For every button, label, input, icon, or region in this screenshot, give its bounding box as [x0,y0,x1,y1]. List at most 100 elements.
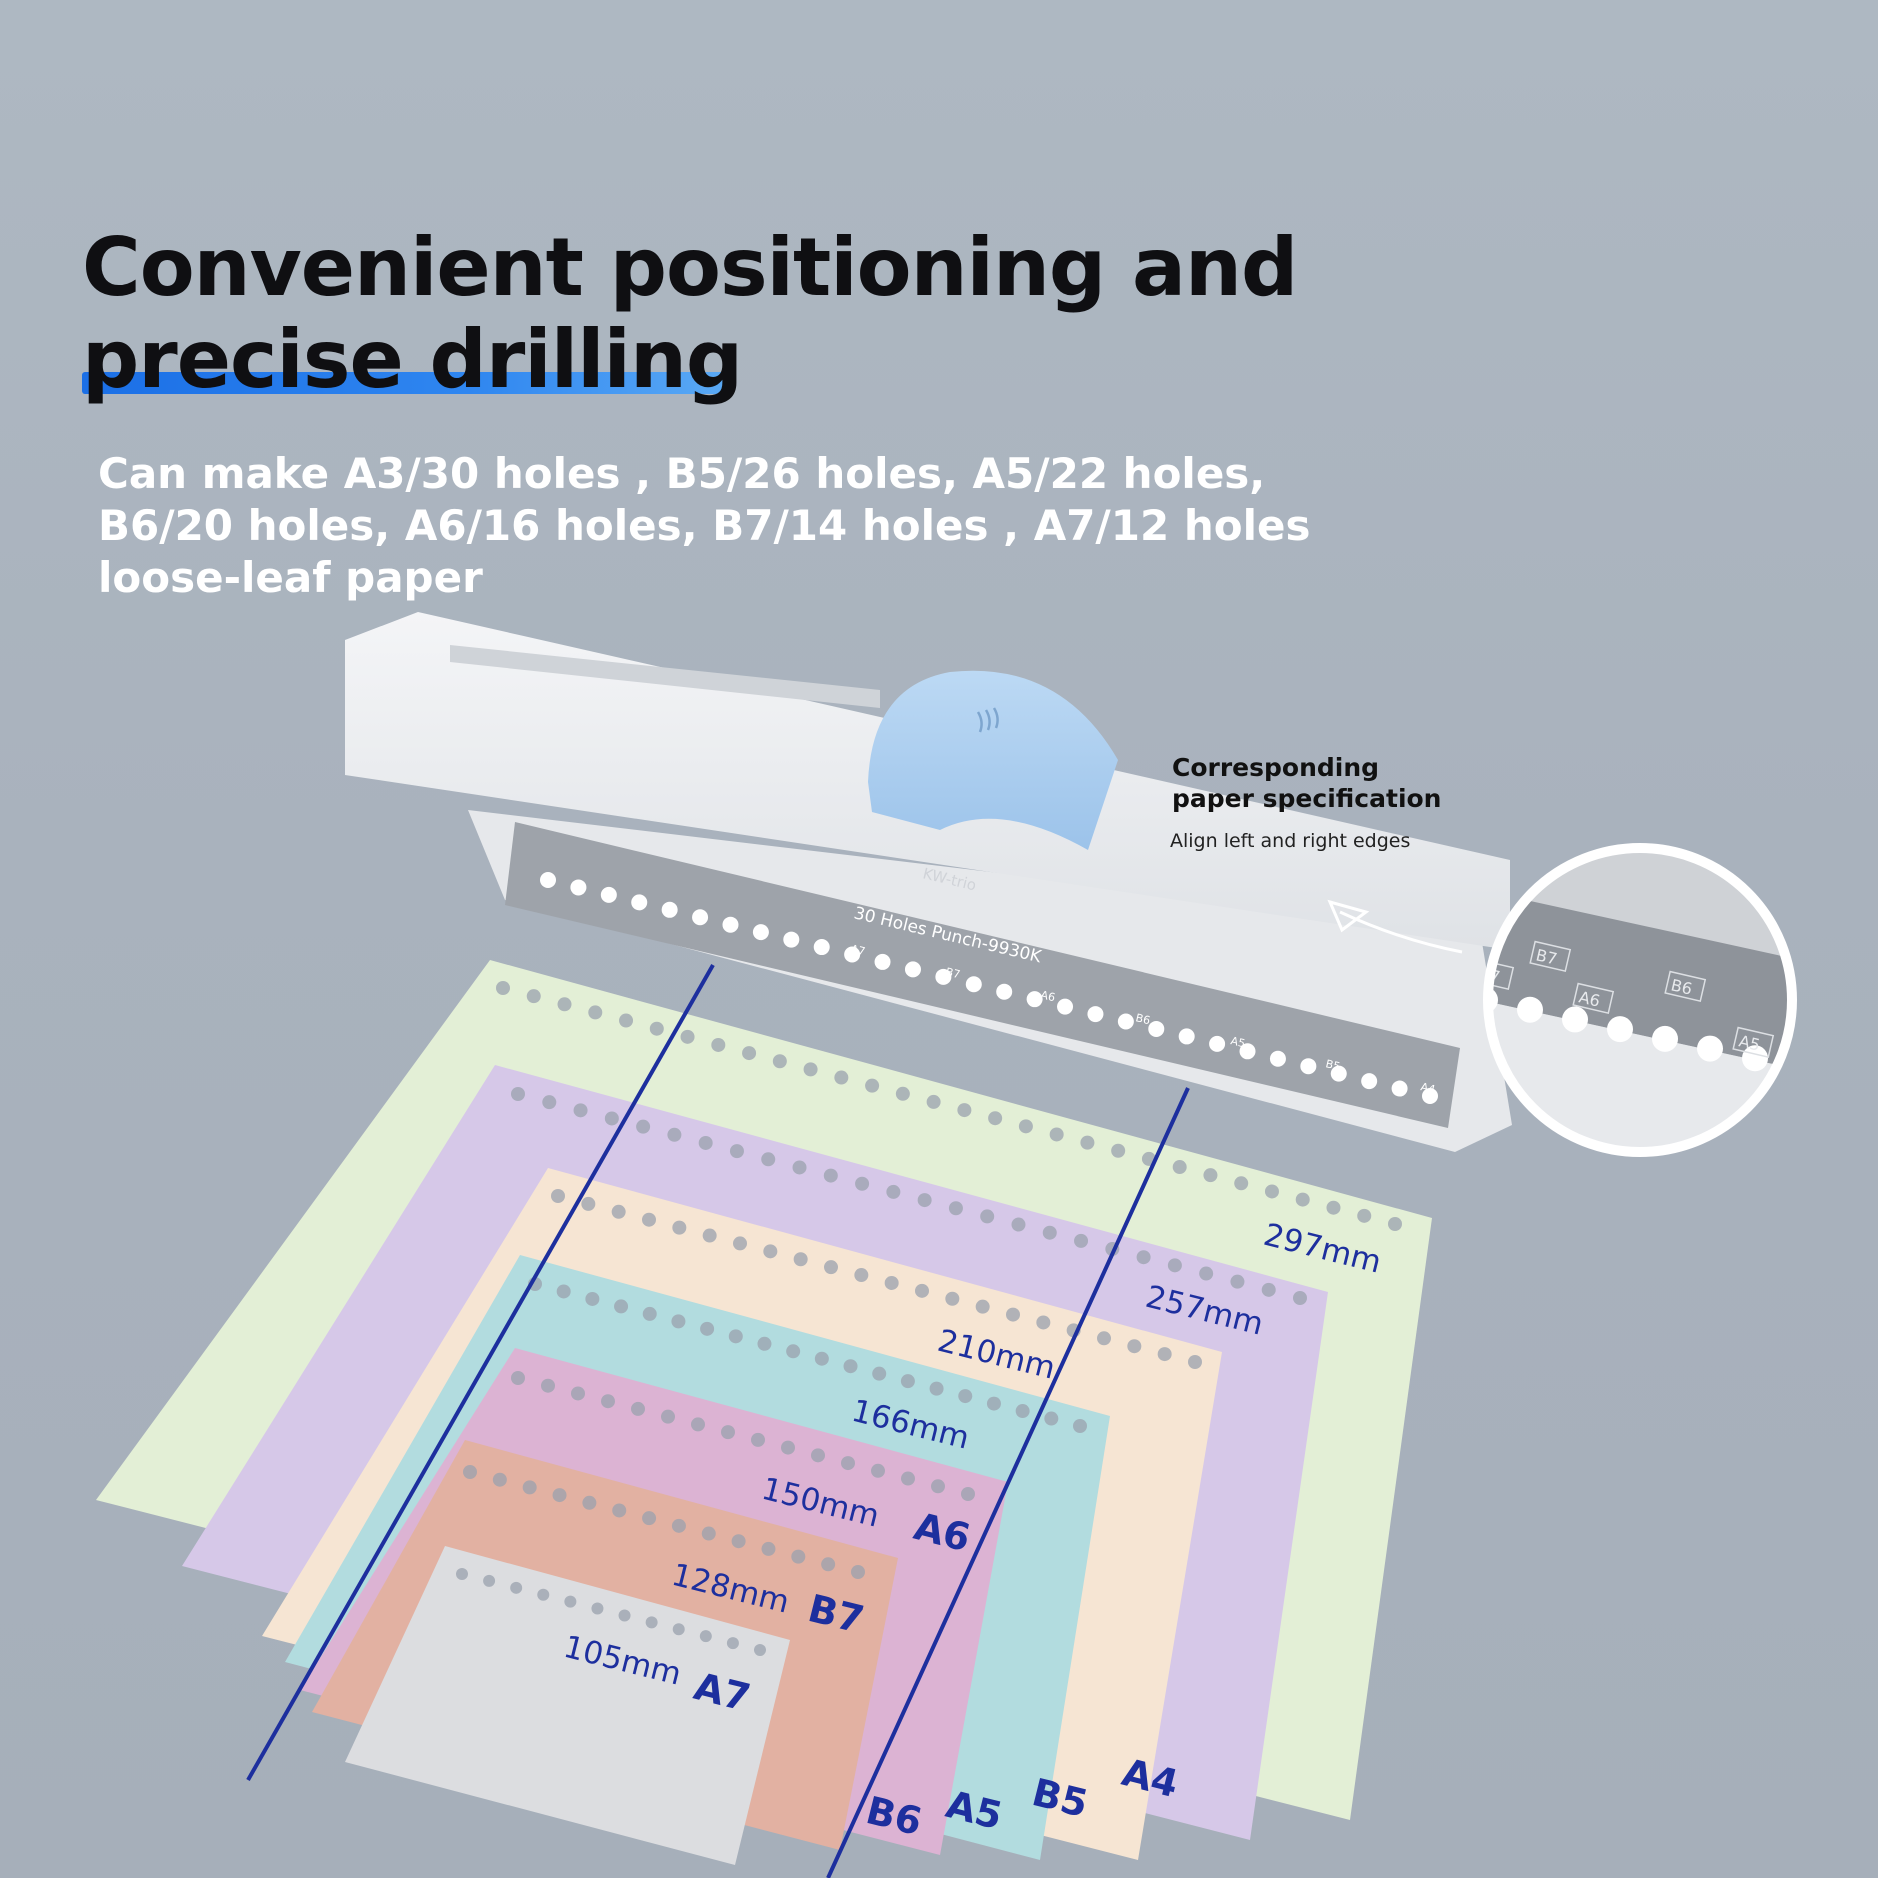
binder-hole [1391,1080,1408,1097]
binder-hole [1264,1184,1279,1199]
binder-hole [980,1209,995,1224]
binder-hole [1239,1043,1256,1060]
binder-hole [975,1299,990,1314]
binder-hole [671,1314,686,1329]
binder-hole [551,1189,565,1203]
binder-hole [1097,1331,1111,1346]
binder-hole [456,1568,468,1580]
binder-hole [600,886,617,903]
binder-hole [672,1220,687,1235]
binder-hole [1148,1020,1165,1037]
binder-hole [722,916,739,933]
binder-hole [1074,1233,1089,1248]
binder-hole [721,1425,735,1440]
binder-hole [642,1212,656,1227]
binder-hole [783,931,800,948]
binder-hole [618,1609,631,1622]
binder-hole [1136,1250,1151,1265]
binder-hole [844,946,861,963]
binder-hole [813,939,830,956]
binder-hole [757,1336,772,1351]
description-line-3: loose-leaf paper [98,553,483,602]
zoom-label-box [1529,940,1572,972]
binder-hole [1230,1274,1245,1289]
zoom-label: B7 [1534,945,1559,968]
binder-hole [649,1021,664,1036]
binder-hole [591,1602,604,1615]
binder-hole [961,1487,975,1501]
binder-hole [1517,996,1543,1023]
binder-hole [541,1378,555,1393]
binder-hole [1209,1035,1226,1052]
binder-hole [1188,1355,1202,1369]
binder-hole [582,1495,597,1510]
slider-button[interactable] [868,670,1118,850]
binder-hole [733,1236,747,1251]
description: Can make A3/30 holes , B5/26 holes, A5/2… [98,448,1310,604]
binder-hole [742,1046,757,1061]
binder-hole [585,1291,600,1306]
binder-hole [645,1616,658,1629]
alignment-line-left [246,964,715,1781]
binder-hole [904,961,921,978]
zoom-label: A5 [1737,1031,1762,1054]
binder-hole [1697,1035,1723,1062]
binder-hole [823,1168,838,1183]
binder-hole [901,1471,915,1486]
binder-hole [900,1374,915,1389]
binder-hole [588,1005,603,1020]
binder-hole [511,1087,525,1101]
binder-hole [1562,1006,1588,1033]
guide-label: A5 [1229,1034,1246,1050]
binder-hole [854,1268,869,1283]
binder-hole [965,976,982,993]
binder-hole [526,989,541,1004]
zoom-label-box [1572,982,1615,1014]
binder-hole [957,1103,972,1118]
binder-hole [1234,1176,1249,1191]
binder-hole [1036,1315,1051,1330]
guide-label: A4 [1419,1080,1436,1096]
binder-hole [791,1549,806,1564]
binder-hole [945,1291,960,1306]
punch-gauge-strip [505,822,1460,1128]
zoom-label-box [1732,1026,1775,1058]
binder-hole [614,1299,629,1314]
binder-hole [511,1371,525,1385]
guide-label: A6 [1039,988,1056,1004]
binder-hole [581,1196,596,1211]
binder-hole [772,1054,787,1069]
guide-label: A7 [849,942,866,958]
binder-hole [761,1152,776,1167]
binder-hole [661,1409,675,1424]
zoom-label-box [1664,970,1707,1002]
binder-hole [667,1127,682,1142]
binder-hole [619,1013,634,1028]
binder-hole [510,1581,523,1594]
binder-hole [1127,1339,1142,1354]
binder-hole [1357,1208,1372,1223]
binder-hole [1015,1404,1030,1419]
binder-hole [752,924,769,941]
binder-hole [522,1480,537,1495]
description-line-2: B6/20 holes, A6/16 holes, B7/14 holes , … [98,501,1311,550]
zoom-ring [1483,843,1797,1157]
binder-hole [841,1456,855,1471]
binder-hole [915,1283,929,1298]
binder-hole [1057,998,1074,1015]
zoom-label: A6 [1577,987,1602,1010]
binder-hole [1330,1065,1347,1082]
button-grip-icon [976,707,999,733]
binder-hole [754,1644,766,1656]
binder-hole [843,1359,858,1374]
headline-underline [82,372,727,394]
binder-hole [701,1526,716,1541]
binder-hole [855,1176,870,1191]
binder-hole [803,1062,818,1077]
binder-hole [935,968,952,985]
binder-hole [792,1160,807,1175]
guide-label: B7 [944,965,961,981]
binder-hole [1261,1282,1276,1297]
